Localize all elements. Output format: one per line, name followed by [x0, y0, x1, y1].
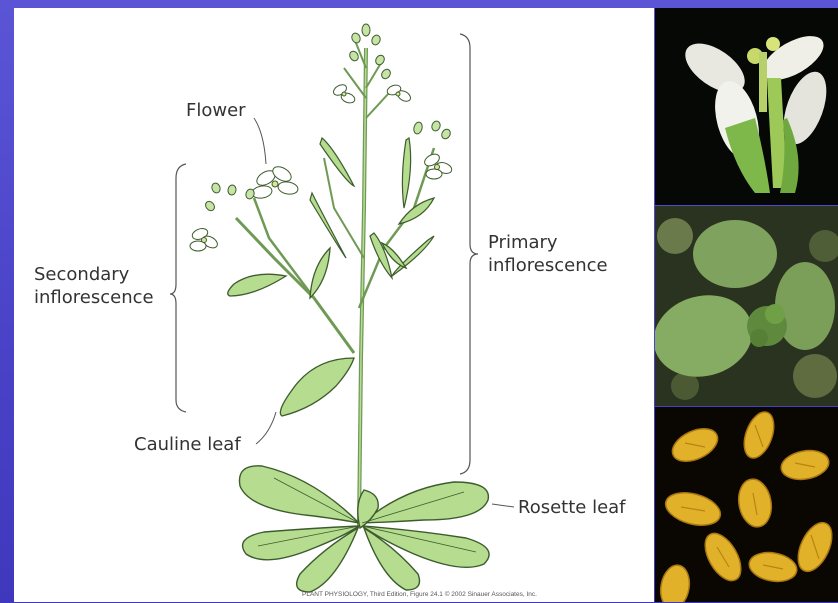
cauline-leaf-label: Cauline leaf	[134, 434, 241, 455]
open-flower	[251, 164, 299, 200]
flower-bud	[362, 24, 370, 36]
cauline-leaf	[310, 248, 330, 298]
flower-bud	[413, 121, 424, 135]
flower-bud	[227, 184, 237, 195]
arabidopsis-seedling-photo	[655, 206, 838, 406]
seed-pod	[310, 193, 346, 258]
rosette-leaf-label: Rosette leaf	[518, 497, 626, 518]
flower-bud	[204, 200, 217, 213]
figure-credit: PLANT PHYSIOLOGY, Third Edition, Figure …	[302, 591, 537, 598]
secondary-inflorescence-label-line1: Secondary	[34, 264, 129, 285]
flower-bud	[374, 54, 386, 67]
flower-leader-line	[254, 118, 266, 164]
primary-inflorescence-label-line1: Primary	[488, 232, 558, 253]
cauline-leaf-leader-line	[256, 412, 276, 444]
diagram-panel: Flower Secondary inflorescence Primary i…	[14, 8, 654, 602]
secondary-inflorescence-bracket	[170, 164, 186, 412]
flower-bud	[350, 32, 361, 44]
flower-bud	[370, 34, 381, 46]
flower-bud	[348, 50, 360, 63]
secondary-inflorescence-label-line2: inflorescence	[34, 287, 154, 308]
flower-bud	[440, 128, 452, 141]
rosette-leaf-leader-line	[492, 504, 514, 507]
open-flower	[423, 152, 454, 179]
arabidopsis-flower-photo	[655, 8, 838, 205]
open-flower	[332, 83, 356, 105]
cauline-leaf	[280, 358, 354, 416]
seed-pod	[402, 138, 410, 208]
flower-bud	[211, 182, 222, 194]
flower-label: Flower	[186, 100, 246, 121]
primary-inflorescence-bracket	[460, 34, 478, 474]
arabidopsis-seeds-photo	[655, 407, 838, 602]
primary-inflorescence-label-line2: inflorescence	[488, 255, 608, 276]
flower-bud	[380, 68, 392, 81]
open-flower	[386, 83, 412, 103]
flower-bud	[431, 120, 442, 132]
cauline-leaf	[228, 274, 286, 296]
open-flower	[190, 227, 219, 251]
rosette-leaf	[239, 466, 359, 523]
